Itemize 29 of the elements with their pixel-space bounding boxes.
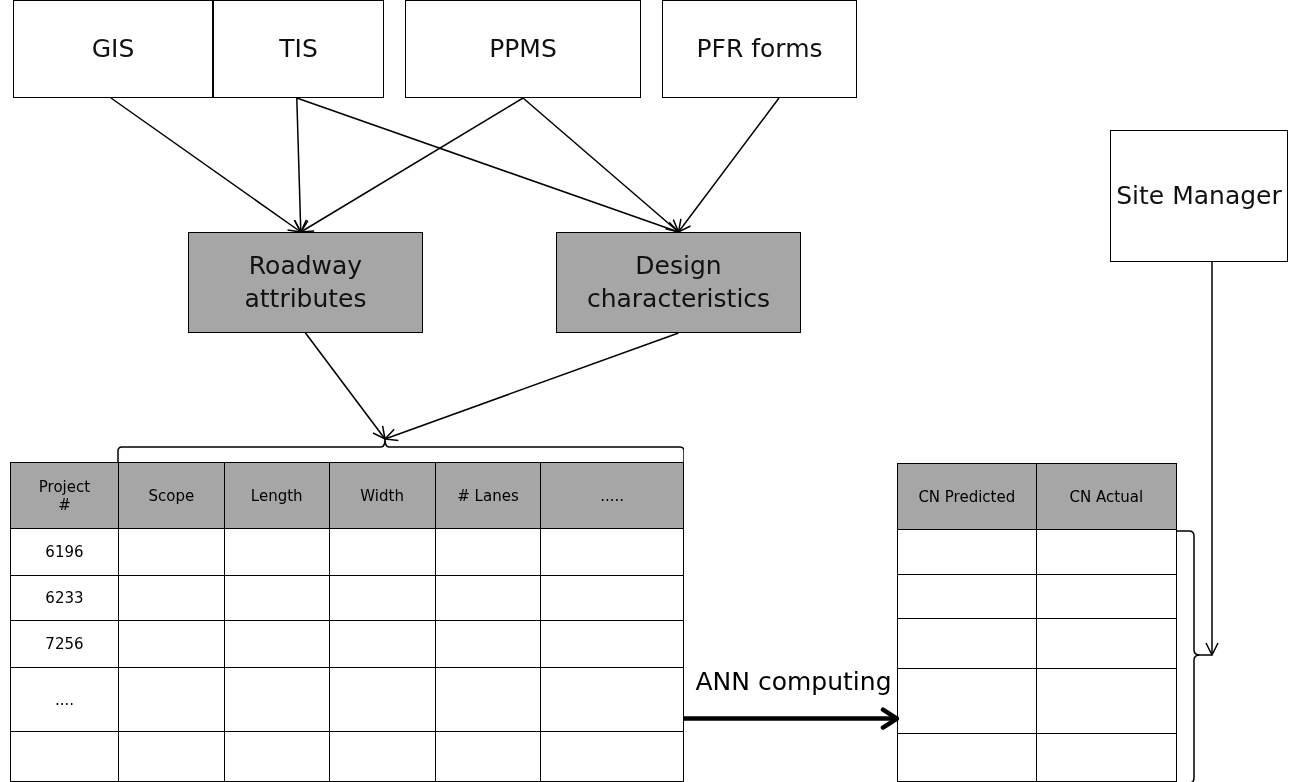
arrow bbox=[684, 707, 900, 730]
column-header: Project # bbox=[10, 462, 119, 529]
column-header: CN Actual bbox=[1036, 463, 1177, 530]
row-id-cell: 6196 bbox=[10, 528, 119, 576]
column-header: Scope bbox=[118, 462, 225, 529]
arrow bbox=[522, 97, 680, 233]
row-id-cell: 6233 bbox=[10, 575, 119, 621]
data-table bbox=[10, 437, 684, 782]
arrow bbox=[1205, 261, 1219, 656]
column-header: ..... bbox=[540, 462, 684, 529]
column-header: Length bbox=[224, 462, 330, 529]
column-header: # Lanes bbox=[435, 462, 541, 529]
arrow bbox=[304, 332, 386, 440]
arrow bbox=[300, 97, 524, 233]
arrow bbox=[677, 97, 780, 233]
row-id-cell: .... bbox=[10, 667, 119, 732]
source-box: GIS bbox=[13, 0, 213, 98]
column-header: Width bbox=[329, 462, 436, 529]
source-box: Site Manager bbox=[1110, 130, 1288, 262]
arrow bbox=[293, 97, 308, 233]
row-id-cell: 7256 bbox=[10, 620, 119, 668]
source-box: PPMS bbox=[405, 0, 641, 98]
source-box: PFR forms bbox=[662, 0, 857, 98]
column-header: CN Predicted bbox=[897, 463, 1037, 530]
source-box: TIS bbox=[213, 0, 384, 98]
category-box: Design characteristics bbox=[556, 232, 801, 333]
arrow bbox=[384, 332, 680, 442]
category-box: Roadway attributes bbox=[188, 232, 423, 333]
arrow bbox=[110, 97, 302, 233]
